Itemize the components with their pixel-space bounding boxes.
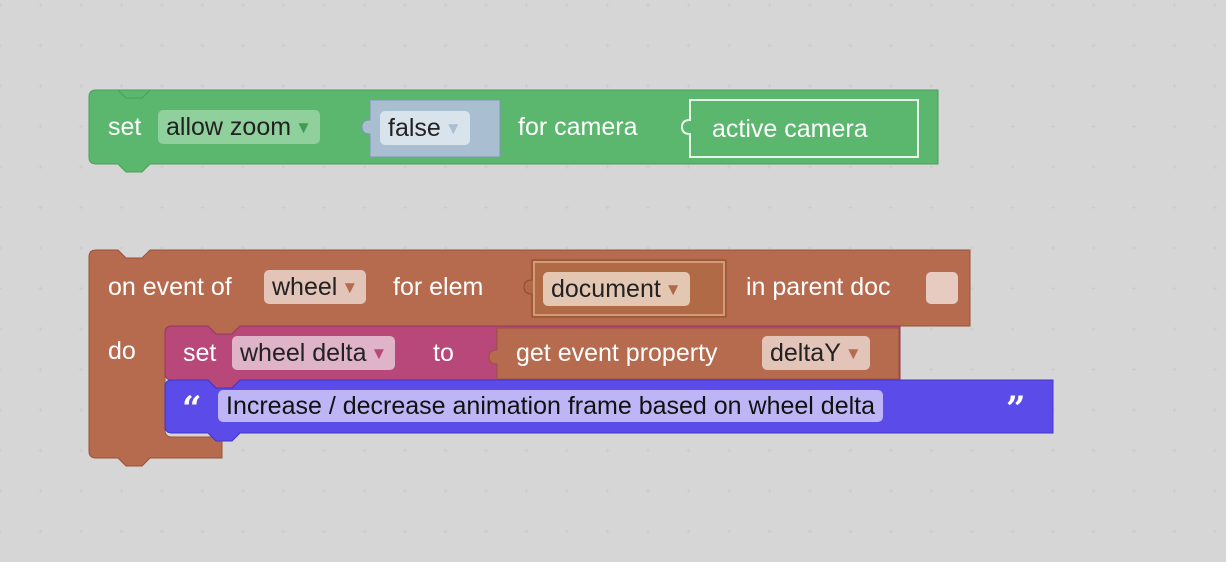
set-variable-block[interactable]: set wheel delta▼ to get event property d… bbox=[0, 240, 1226, 480]
event-type-value: wheel bbox=[272, 273, 338, 301]
open-quote-icon: “ bbox=[182, 389, 202, 429]
in-parent-doc-label: in parent doc bbox=[746, 273, 891, 301]
camera-property-dropdown[interactable]: allow zoom▼ bbox=[158, 110, 320, 144]
event-property-dropdown[interactable]: deltaY▼ bbox=[762, 336, 870, 370]
dropdown-arrow-icon: ▼ bbox=[370, 344, 388, 363]
comment-text-field[interactable]: Increase / decrease animation frame base… bbox=[218, 390, 883, 422]
close-quote-icon: ” bbox=[1006, 389, 1026, 429]
event-listener-block[interactable]: on event of wheel▼ for elem document▼ in… bbox=[0, 240, 1226, 480]
set-camera-property-block[interactable]: set allow zoom▼ false▼ for camera active… bbox=[0, 0, 1226, 180]
element-value: document bbox=[551, 275, 661, 303]
set-camera-block-shape bbox=[88, 89, 939, 173]
active-camera-value[interactable]: active camera bbox=[712, 115, 868, 143]
set-label: set bbox=[108, 113, 142, 141]
to-label: to bbox=[433, 339, 454, 367]
bool-dropdown[interactable]: false▼ bbox=[380, 111, 470, 145]
event-property-value: deltaY bbox=[770, 339, 841, 367]
for-camera-label: for camera bbox=[518, 113, 638, 141]
comment-text: Increase / decrease animation frame base… bbox=[226, 392, 875, 420]
do-label: do bbox=[108, 337, 136, 365]
set-var-label: set bbox=[183, 339, 217, 367]
bool-value: false bbox=[388, 114, 441, 142]
dropdown-arrow-icon: ▼ bbox=[295, 118, 312, 137]
dropdown-arrow-icon: ▼ bbox=[341, 278, 359, 297]
dropdown-arrow-icon: ▼ bbox=[444, 119, 462, 138]
element-dropdown[interactable]: document▼ bbox=[543, 272, 690, 306]
for-elem-label: for elem bbox=[393, 273, 484, 301]
camera-property-value: allow zoom bbox=[166, 113, 292, 141]
on-event-label: on event of bbox=[108, 273, 232, 301]
dropdown-arrow-icon: ▼ bbox=[664, 280, 682, 299]
comment-block[interactable]: “ Increase / decrease animation frame ba… bbox=[0, 240, 1226, 480]
comment-block-shape bbox=[164, 379, 1054, 442]
event-type-dropdown[interactable]: wheel▼ bbox=[264, 270, 367, 304]
variable-value: wheel delta bbox=[240, 339, 367, 367]
variable-dropdown[interactable]: wheel delta▼ bbox=[232, 336, 396, 370]
dropdown-arrow-icon: ▼ bbox=[844, 344, 862, 363]
get-event-property-label: get event property bbox=[516, 339, 718, 367]
